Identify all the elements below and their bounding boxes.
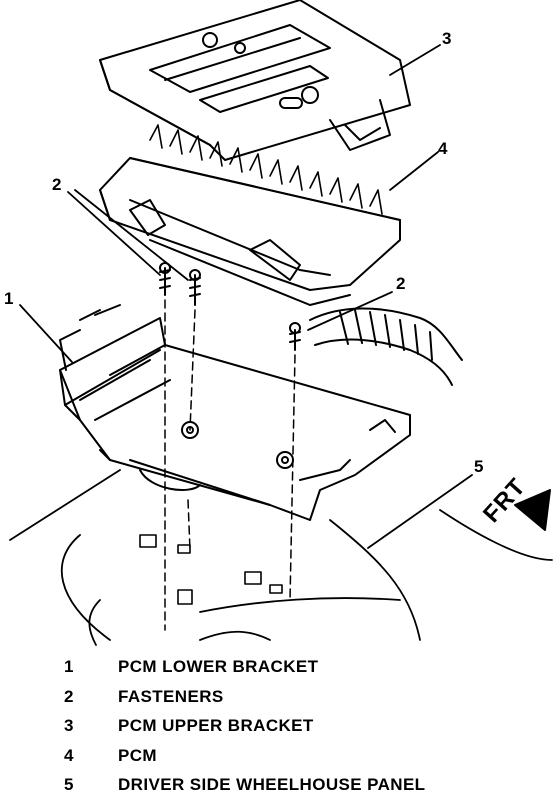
legend-item: 1 PCM LOWER BRACKET <box>64 657 544 687</box>
legend-label: PCM <box>118 745 157 765</box>
legend-item: 5 DRIVER SIDE WHEELHOUSE PANEL <box>64 775 544 805</box>
legend-number: 1 <box>64 657 74 676</box>
legend-label: FASTENERS <box>118 686 224 706</box>
legend-item: 3 PCM UPPER BRACKET <box>64 716 544 746</box>
front-direction-arrow-icon <box>514 489 551 531</box>
wheelhouse-panel <box>9 469 553 646</box>
legend-number: 4 <box>64 745 74 765</box>
parts-legend: 1 PCM LOWER BRACKET 2 FASTENERS 3 PCM UP… <box>64 657 544 805</box>
callout-1: 1 <box>4 289 14 308</box>
pcm-module <box>99 124 401 306</box>
fasteners <box>159 262 301 351</box>
legend-label: PCM UPPER BRACKET <box>118 716 314 735</box>
panel-clips <box>139 534 283 605</box>
pcm-lower-bracket <box>59 304 411 521</box>
leader-lines <box>19 44 473 549</box>
alignment-lines <box>164 299 296 631</box>
legend-label: DRIVER SIDE WHEELHOUSE PANEL <box>118 775 426 794</box>
pcm-upper-bracket <box>99 0 411 161</box>
callout-4: 4 <box>438 139 448 158</box>
callout-5: 5 <box>474 457 484 476</box>
callout-3: 3 <box>442 29 452 48</box>
legend-item: 2 FASTENERS <box>64 687 544 717</box>
wiring-harness <box>309 307 463 386</box>
legend-number: 2 <box>64 686 74 706</box>
legend-number: 3 <box>64 716 74 735</box>
legend-number: 5 <box>64 775 74 794</box>
callout-2-right: 2 <box>396 274 406 293</box>
legend-label: PCM LOWER BRACKET <box>118 657 319 676</box>
legend-item: 4 PCM <box>64 746 544 776</box>
exploded-view-diagram <box>9 0 553 646</box>
callout-2-left: 2 <box>52 175 62 194</box>
